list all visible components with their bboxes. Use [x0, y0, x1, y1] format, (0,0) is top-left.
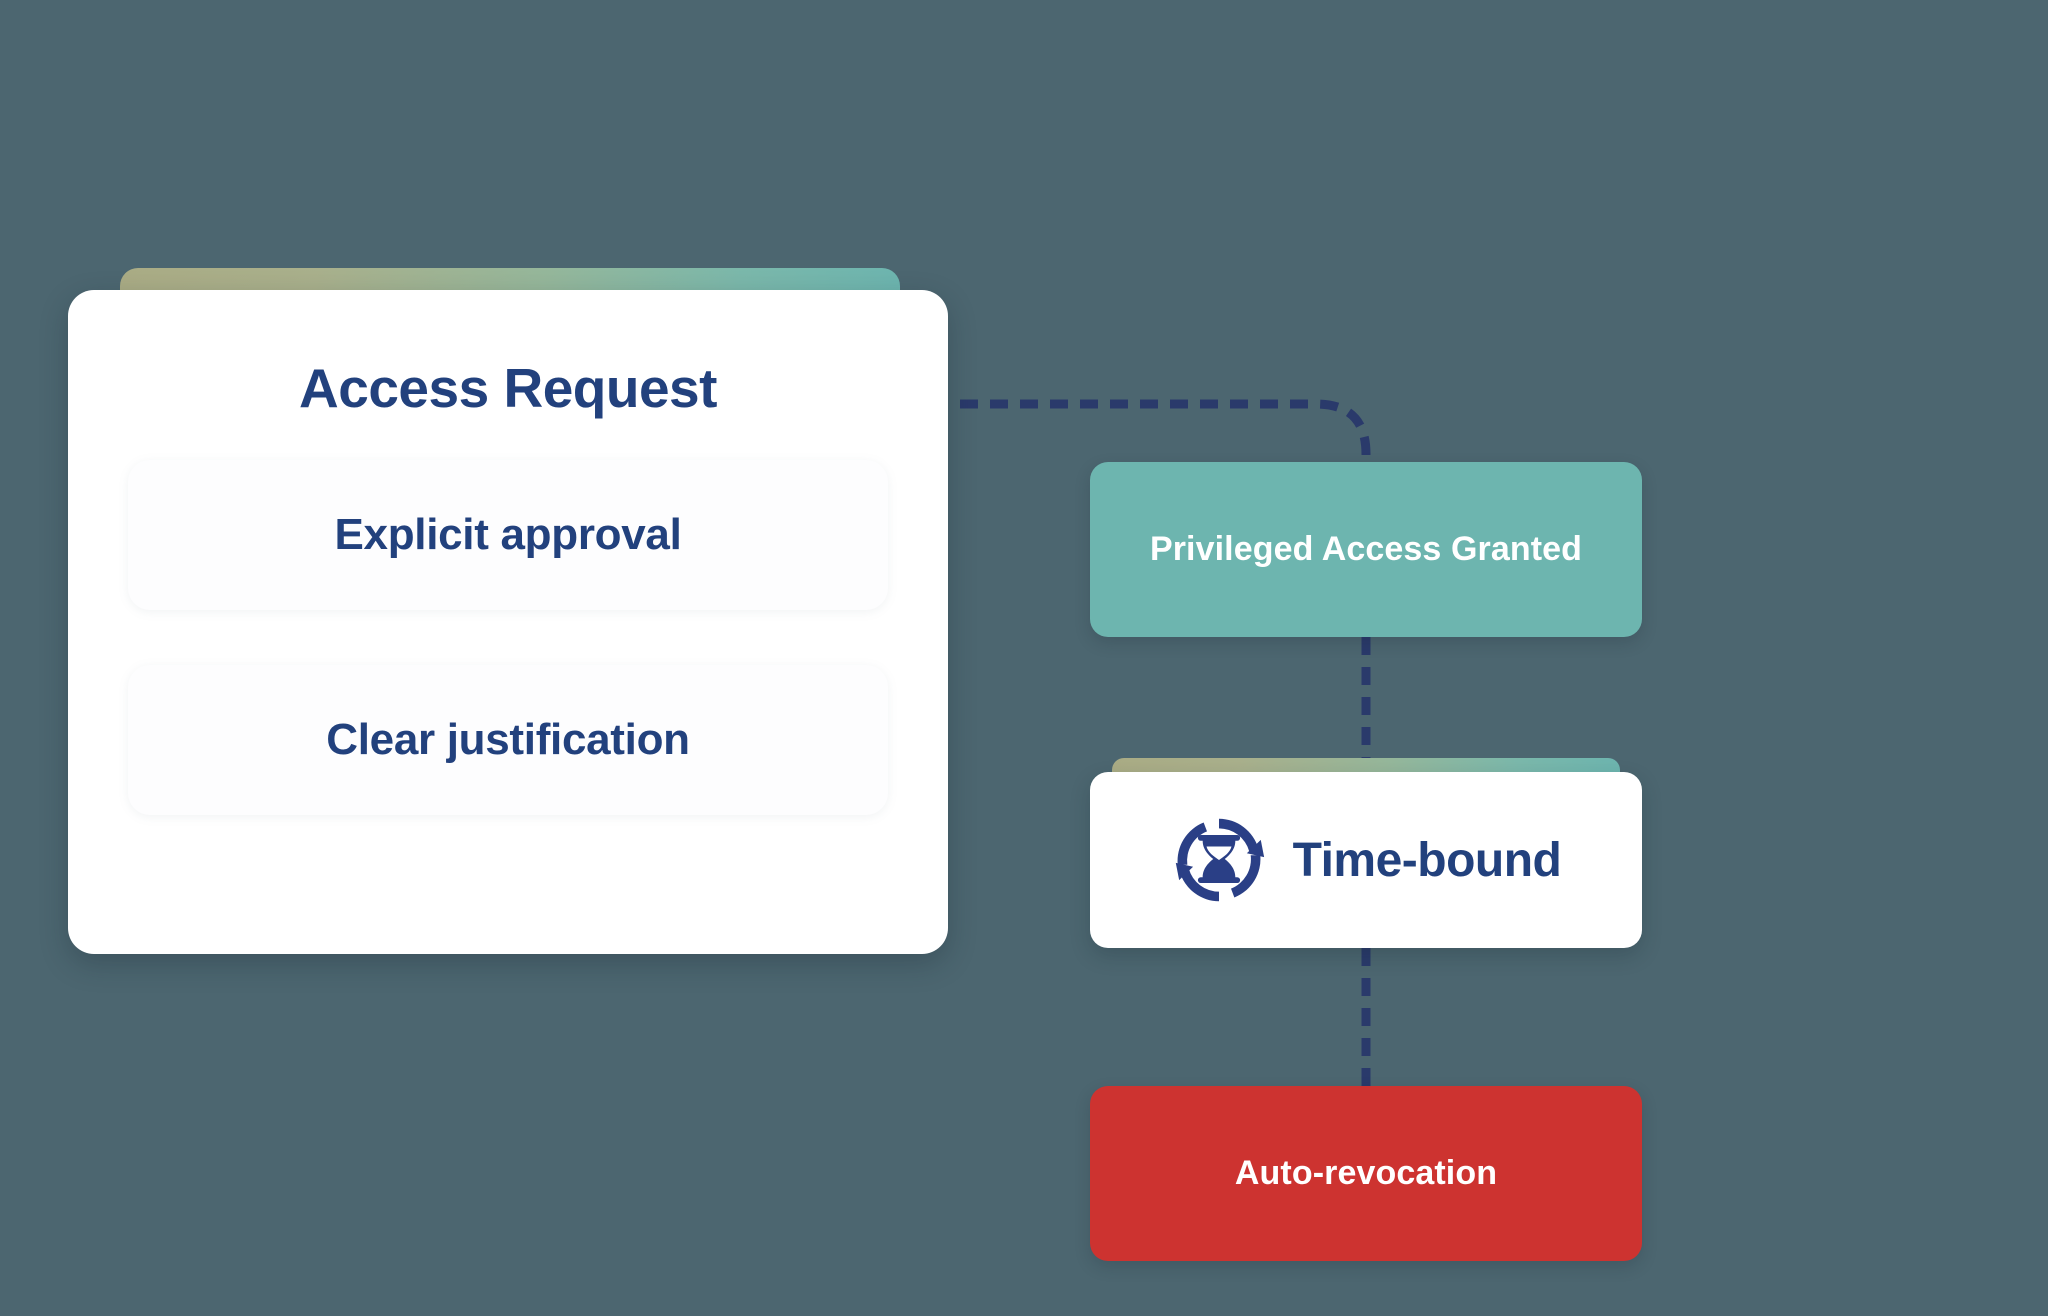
node-label: Privileged Access Granted — [1149, 530, 1583, 568]
connector-request-to-granted — [930, 399, 1371, 462]
access-request-card-body: Access Request Explicit approval Clear j… — [68, 290, 948, 954]
hourglass-refresh-icon — [1175, 818, 1264, 902]
page-title: Access Request — [299, 357, 717, 419]
node-label: Auto-revocation — [1234, 1154, 1498, 1192]
list-item-clear-justification[interactable]: Clear justification — [128, 665, 888, 815]
node-auto-revocation[interactable]: Auto-revocation — [1090, 1086, 1642, 1261]
access-request-card[interactable]: Access Request Explicit approval Clear j… — [68, 268, 948, 954]
list-item-label: Explicit approval — [334, 510, 682, 559]
list-item-explicit-approval[interactable]: Explicit approval — [128, 460, 888, 610]
timebound-card-body: Time-bound — [1090, 772, 1642, 948]
node-time-bound[interactable]: Time-bound — [1090, 758, 1642, 948]
node-label: Time-bound — [1292, 833, 1562, 887]
node-privileged-access-granted[interactable]: Privileged Access Granted — [1090, 462, 1642, 637]
list-item-label: Clear justification — [326, 715, 690, 764]
